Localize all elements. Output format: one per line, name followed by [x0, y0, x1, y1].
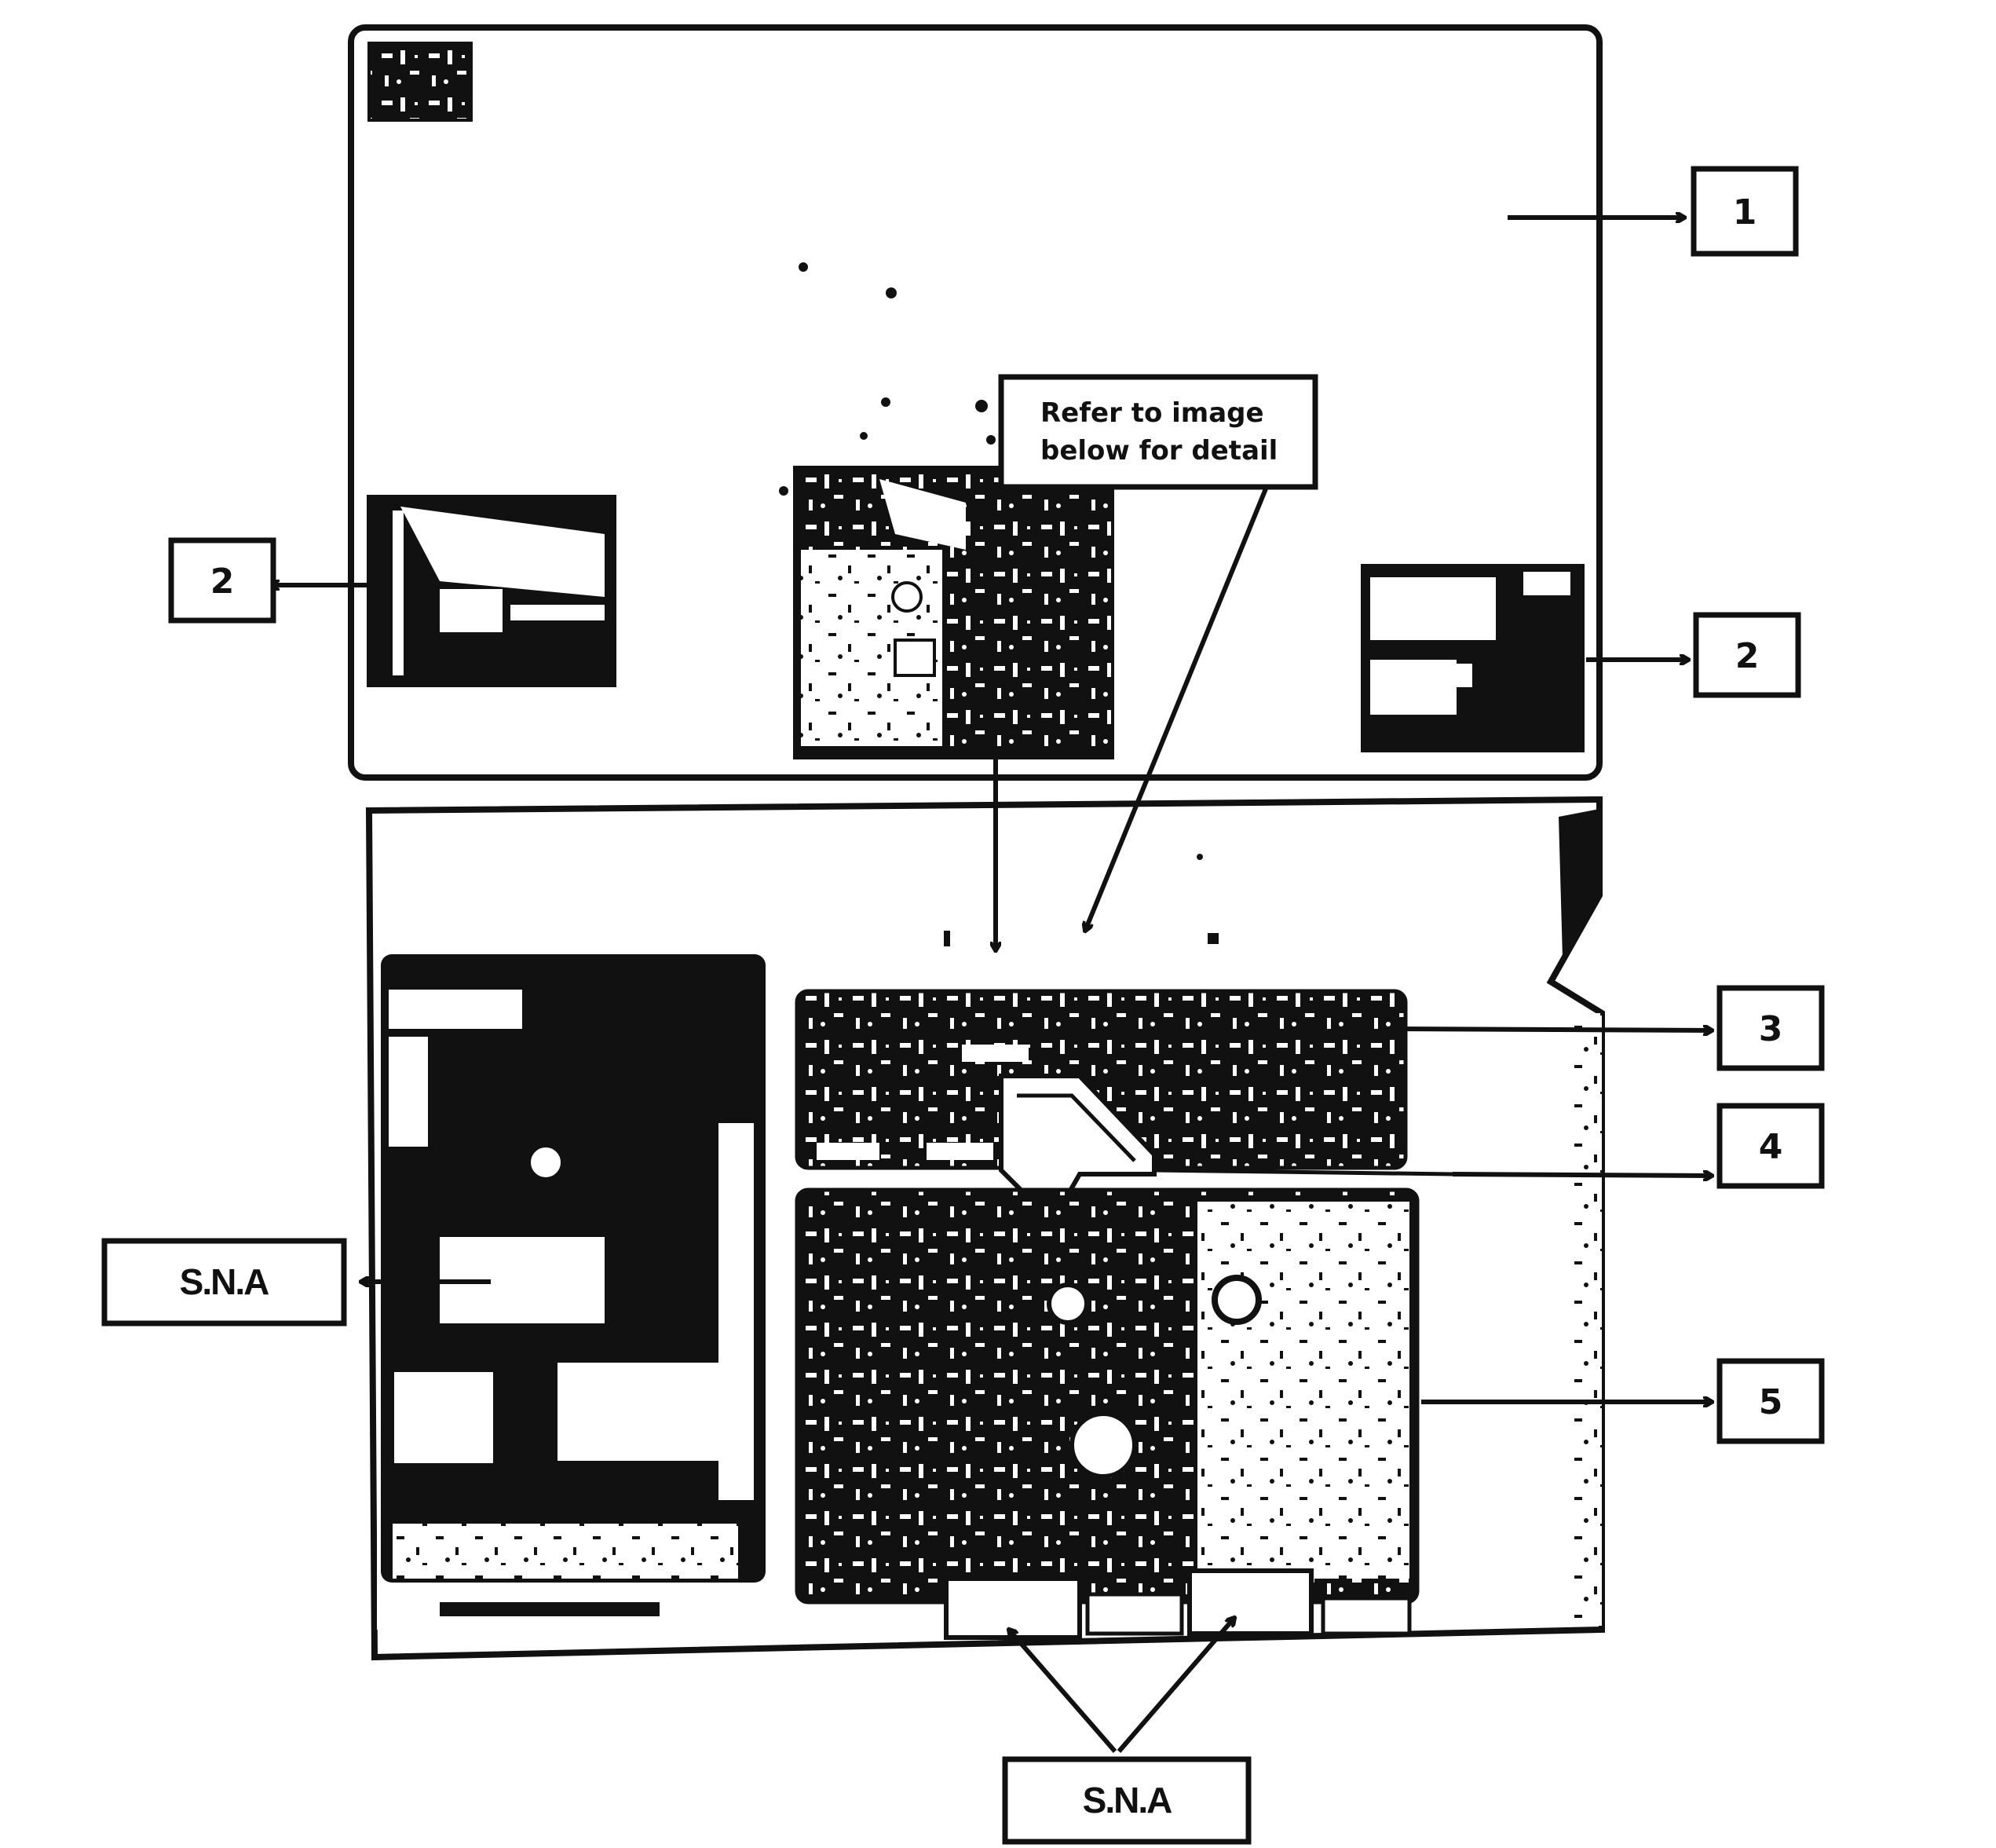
- callout-sna-bottom: S.N.A: [1002, 1756, 1252, 1845]
- cover-sticker: [367, 42, 473, 122]
- callout-sna-bottom-label: S.N.A: [1083, 1780, 1172, 1821]
- callout-5: 5: [1716, 1358, 1825, 1444]
- connector-right: [1187, 1568, 1314, 1636]
- note-line-1: Refer to image: [1040, 397, 1264, 429]
- right-hinge-insert: [1361, 564, 1585, 752]
- arrow-sna-bottom-right: [1117, 1618, 1234, 1753]
- arrow-sna-bottom-left: [1009, 1630, 1117, 1753]
- callout-4: 4: [1716, 1103, 1825, 1189]
- callout-3-label: 3: [1759, 1009, 1783, 1049]
- callout-4-label: 4: [1759, 1127, 1783, 1167]
- left-drive-module: [377, 954, 777, 1630]
- main-board: [795, 1187, 1420, 1640]
- center-insert-board: [793, 466, 1114, 759]
- arrow-4: [1452, 1174, 1712, 1176]
- callout-sna-left: S.N.A: [101, 1238, 347, 1327]
- detail-note: Refer to image below for detail: [998, 374, 1318, 490]
- callout-2-left-label: 2: [210, 562, 235, 602]
- callout-2-right: 2: [1693, 612, 1801, 698]
- callout-1: 1: [1691, 166, 1799, 257]
- callout-sna-left-label: S.N.A: [180, 1261, 269, 1302]
- callout-2-right-label: 2: [1735, 636, 1760, 676]
- left-hinge-insert: [367, 495, 616, 687]
- connector-left: [944, 1576, 1082, 1640]
- upper-board: [795, 989, 1408, 1170]
- callout-2-left: 2: [168, 537, 276, 624]
- arrow-3: [1397, 1029, 1712, 1030]
- arrow-note: [1085, 481, 1270, 931]
- callout-5-label: 5: [1759, 1382, 1783, 1422]
- top-cover: [348, 24, 1603, 781]
- base-chassis: [365, 796, 1605, 1661]
- leader-lines: [271, 218, 1712, 1753]
- note-line-2: below for detail: [1040, 435, 1278, 467]
- callout-3: 3: [1716, 985, 1825, 1071]
- callout-1-label: 1: [1733, 192, 1757, 232]
